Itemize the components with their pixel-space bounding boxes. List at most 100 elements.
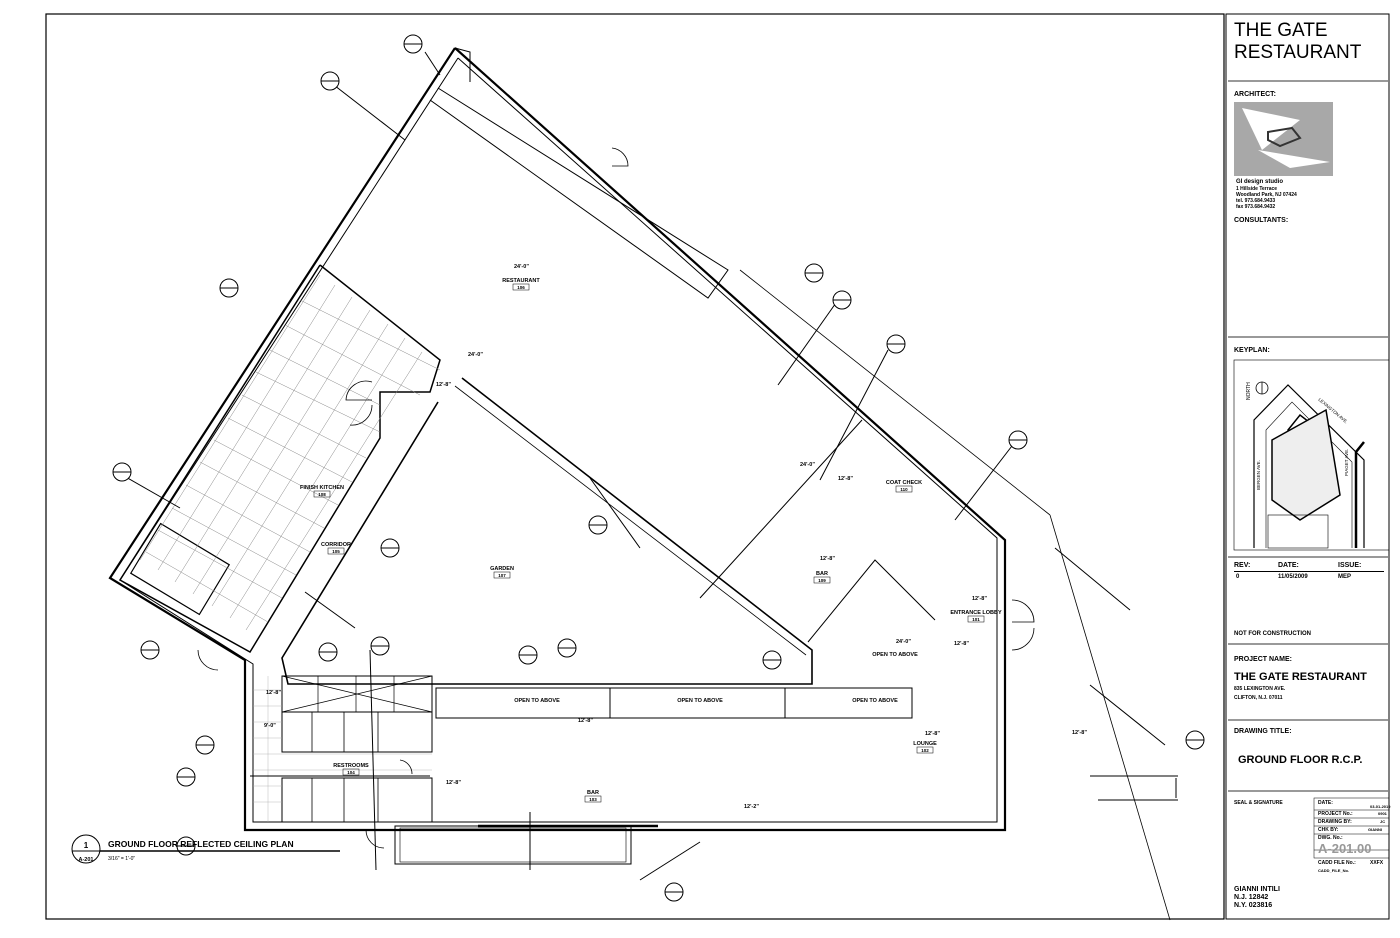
keyplan-street-bergen: BERGEN AVE.	[1256, 460, 1261, 490]
license-ny: N.Y. 023816	[1234, 902, 1273, 909]
svg-text:GARDEN: GARDEN	[490, 566, 514, 572]
divider	[1234, 571, 1384, 572]
door-swings	[197, 147, 1035, 849]
section-marker	[318, 642, 338, 662]
section-marker	[804, 263, 824, 283]
svg-text:108: 108	[318, 492, 326, 497]
date-header: DATE:	[1278, 562, 1299, 569]
not-for-construction: NOT FOR CONSTRUCTION	[1234, 631, 1311, 637]
divider	[1228, 719, 1388, 721]
signer-name: GIANNI INTILI	[1234, 886, 1280, 893]
section-marker	[112, 462, 132, 482]
info-drawing-by-value: JC	[1380, 819, 1386, 824]
keyplan-label: KEYPLAN:	[1234, 347, 1270, 354]
rev-date: 11/05/2009	[1278, 574, 1308, 580]
divider	[1228, 80, 1388, 82]
note-open-to-above: OPEN TO ABOVE	[852, 698, 898, 704]
section-marker	[140, 640, 160, 660]
svg-text:103: 103	[589, 797, 597, 802]
section-marker	[403, 34, 423, 54]
detail-number: 1	[84, 841, 89, 850]
info-chk-by-label: CHK BY:	[1318, 827, 1339, 833]
rev-number: 0	[1236, 574, 1240, 580]
section-marker	[176, 767, 196, 787]
divider	[1228, 336, 1388, 338]
project-title-line1: THE GATE	[1234, 20, 1328, 41]
info-project-no-label: PROJECT No.:	[1318, 811, 1353, 817]
project-name-label: PROJECT NAME:	[1234, 656, 1292, 663]
divider	[1228, 790, 1388, 792]
section-marker	[762, 650, 782, 670]
firm-address-line: Woodland Park, NJ 07424	[1236, 192, 1297, 198]
sheet-number: A-201.00	[1318, 841, 1372, 856]
section-marker	[320, 71, 340, 91]
rev-header: REV:	[1234, 562, 1251, 569]
kitchen-ceiling-grid	[139, 274, 441, 631]
keyplan-diagram: NORTH LEXINGTON AVE. BERGEN AVE. PIAGET …	[1233, 359, 1390, 551]
project-address-line1: 835 LEXINGTON AVE.	[1234, 686, 1286, 692]
info-drawing-by-label: DRAWING BY:	[1318, 819, 1352, 825]
detail-sheet: A-201	[79, 857, 94, 863]
svg-text:102: 102	[921, 748, 929, 753]
section-marker	[1185, 730, 1205, 750]
keyplan-north-label: NORTH	[1246, 382, 1252, 400]
section-marker	[1008, 430, 1028, 450]
ceiling-height: 12'-8"	[954, 641, 969, 647]
detail-title-block: 1 A-201 GROUND FLOOR REFLECTED CEILING P…	[71, 834, 340, 864]
ceiling-height: 12'-8"	[1072, 730, 1087, 736]
cadd-file-sub: CADD_FILE_No.	[1318, 868, 1350, 873]
drawing-title: GROUND FLOOR R.C.P.	[1238, 754, 1363, 766]
ceiling-height: 12'-8"	[266, 690, 281, 696]
firm-address-line: tel. 973.684.9433	[1236, 198, 1276, 204]
building-walls	[108, 47, 1171, 921]
section-markers	[112, 34, 1205, 902]
rev-issue: MEP	[1338, 574, 1352, 580]
detail-scale: 3/16" = 1'-0"	[108, 856, 135, 862]
section-marker	[557, 638, 577, 658]
ceiling-height: 24'-0"	[468, 352, 483, 358]
architect-logo	[1234, 102, 1333, 176]
info-table-grid	[1313, 797, 1390, 859]
svg-text:CORRIDOR: CORRIDOR	[321, 542, 351, 548]
ceiling-heights: 24'-0" 12'-8" 24'-0" 12'-8" 12'-8" 12'-8…	[264, 264, 1087, 810]
ceiling-height: 12'-8"	[972, 596, 987, 602]
svg-text:109: 109	[818, 578, 826, 583]
svg-text:105: 105	[332, 549, 340, 554]
project-name: THE GATE RESTAURANT	[1234, 671, 1367, 683]
info-date-value: 03-01-2010	[1370, 804, 1391, 809]
divider	[1228, 643, 1388, 645]
firm-address-line: fax 973.684.9432	[1236, 204, 1276, 210]
section-marker	[832, 290, 852, 310]
consultants-label: CONSULTANTS:	[1234, 217, 1289, 224]
info-chk-by-value: GIANNI	[1368, 827, 1382, 832]
info-dwg-no-label: DWG. No.:	[1318, 835, 1343, 841]
firm-name: GI design studio	[1236, 179, 1284, 185]
signer-block: GIANNI INTILI N.J. 12842 N.Y. 023816	[1234, 886, 1280, 910]
firm-address-line: 1 Hillside Terrace	[1236, 186, 1278, 192]
section-marker	[380, 538, 400, 558]
ceiling-height: 24'-0"	[896, 639, 911, 645]
svg-text:BAR: BAR	[587, 790, 599, 796]
section-marker	[370, 636, 390, 656]
ceiling-height: 12'-8"	[578, 718, 593, 724]
firm-address: 1 Hillside Terrace Woodland Park, NJ 074…	[1236, 186, 1297, 210]
architect-label: ARCHITECT:	[1234, 91, 1276, 98]
section-marker	[886, 334, 906, 354]
ceiling-height: 12'-8"	[925, 731, 940, 737]
ceiling-height: 12'-2"	[744, 804, 759, 810]
section-marker	[219, 278, 239, 298]
svg-text:110: 110	[900, 487, 908, 492]
svg-text:ENTRANCE LOBBY: ENTRANCE LOBBY	[950, 610, 1002, 616]
divider	[1228, 556, 1388, 558]
svg-text:COAT CHECK: COAT CHECK	[886, 480, 922, 486]
